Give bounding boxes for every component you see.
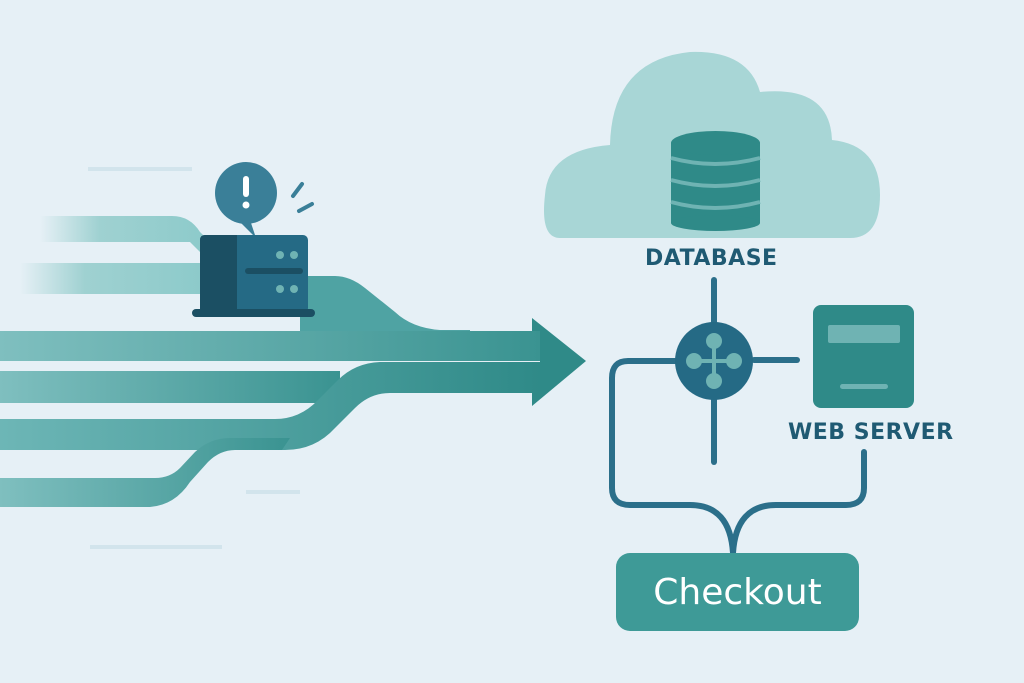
web-server-icon <box>813 305 914 408</box>
speed-line <box>246 490 300 494</box>
alert-bubble-icon <box>215 162 277 238</box>
alert-server <box>192 162 315 317</box>
traffic-stream <box>0 331 540 361</box>
database-node <box>544 51 880 239</box>
alert-spark-icon <box>291 182 314 213</box>
network-hub-icon <box>675 322 753 400</box>
database-label: DATABASE <box>645 246 778 271</box>
connector-router-checkout <box>609 358 736 556</box>
connectors <box>609 277 867 556</box>
traffic-streams-upper <box>20 216 210 294</box>
speed-line <box>90 545 222 549</box>
traffic-stream <box>20 263 205 294</box>
merge-arrow-head <box>532 318 586 406</box>
checkout-button[interactable]: Checkout <box>616 553 859 631</box>
web-server-label: WEB SERVER <box>788 420 954 445</box>
traffic-stream <box>40 216 210 262</box>
database-cylinder-icon <box>670 131 761 231</box>
traffic-stream <box>0 371 340 403</box>
connector-webserver-checkout <box>730 449 867 556</box>
traffic-stream <box>0 438 290 507</box>
speed-line <box>88 167 192 171</box>
traffic-stream <box>0 362 540 450</box>
speed-lines <box>88 167 300 549</box>
traffic-streams-main <box>0 276 586 507</box>
server-icon <box>192 235 315 317</box>
